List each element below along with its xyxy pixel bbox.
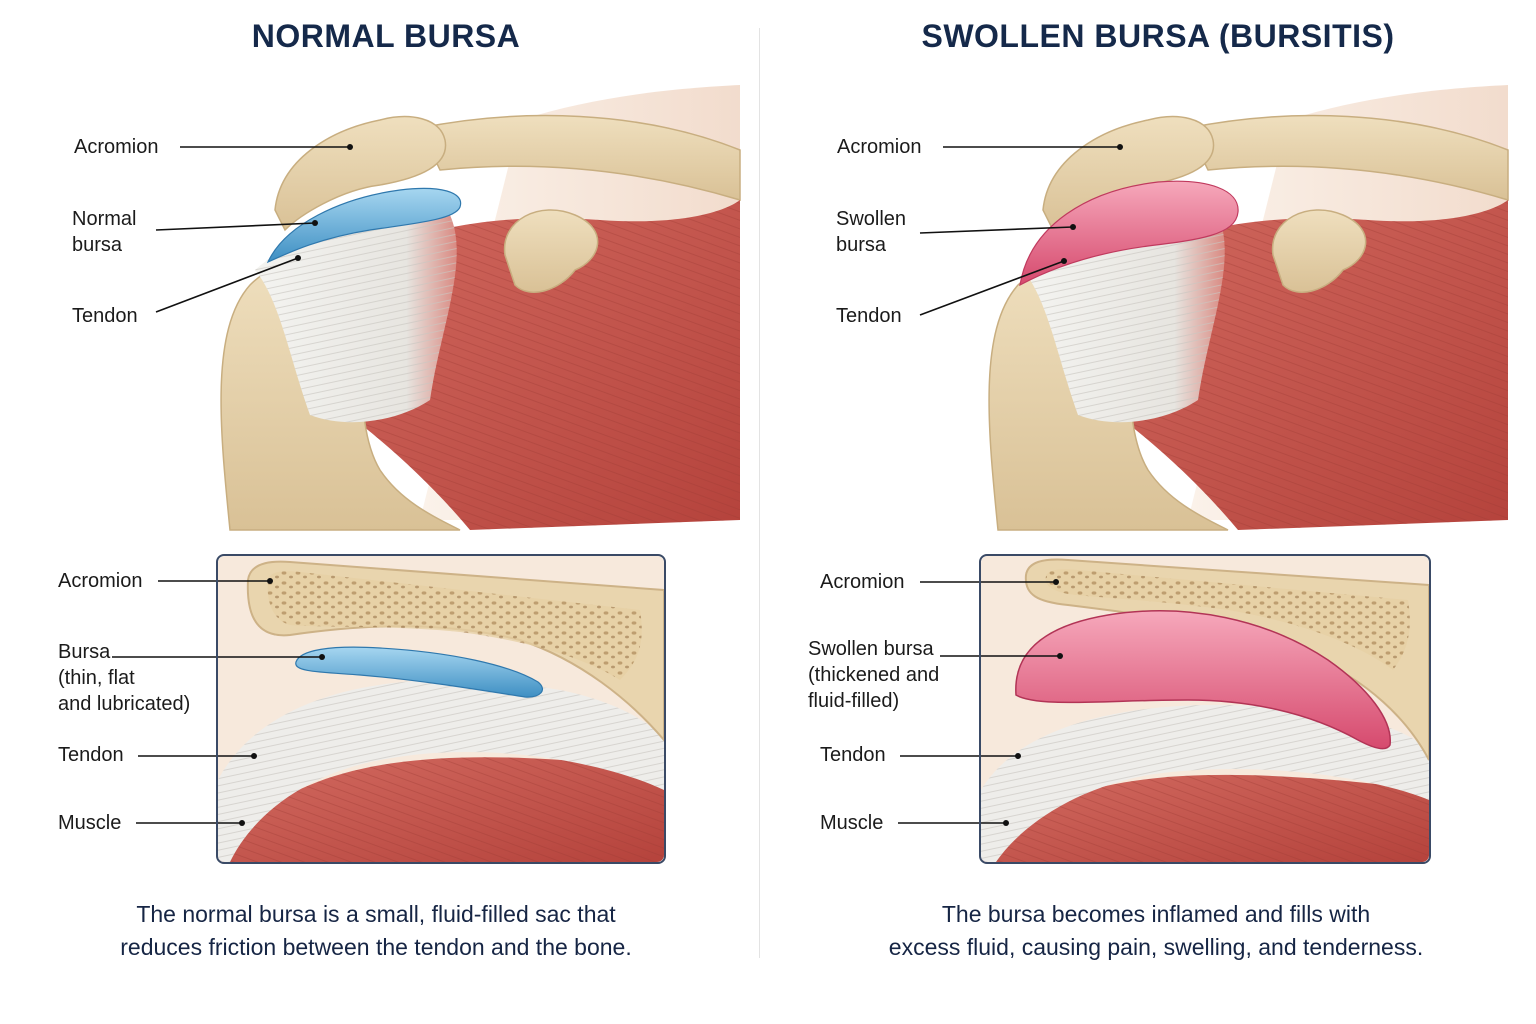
label-tendon: Tendon (836, 305, 902, 327)
panel-divider (759, 28, 760, 958)
inset-label-acromion: Acromion (820, 571, 905, 593)
normal-bursa (266, 187, 462, 264)
cross-section-inset (218, 556, 664, 862)
inset-label-muscle: Muscle (58, 812, 122, 834)
label-normal-bursa: Normal bursa (72, 208, 137, 256)
panel-title: NORMAL BURSA (251, 18, 521, 54)
label-acromion: Acromion (74, 136, 159, 158)
inset-label-muscle: Muscle (820, 812, 884, 834)
clavicle-bone (418, 114, 741, 202)
caption: The normal bursa is a small, fluid-fille… (120, 901, 632, 960)
inset-label-tendon: Tendon (820, 744, 886, 766)
shoulder-anatomy-illustration (898, 85, 1509, 862)
caption: The bursa becomes inflamed and fills wit… (888, 901, 1424, 960)
inset-normal-bursa (295, 646, 543, 698)
shoulder-anatomy-illustration (112, 85, 741, 862)
inset-label-bursa: Bursa (thin, flat and lubricated) (58, 641, 191, 715)
panel-title: SWOLLEN BURSA (BURSITIS) (921, 18, 1395, 54)
inset-label-tendon: Tendon (58, 744, 124, 766)
cross-section-inset (981, 556, 1429, 862)
coracoid-process (1271, 209, 1367, 293)
inset-frame (216, 554, 666, 864)
coracoid-process (503, 209, 599, 293)
acromion-bone (274, 115, 447, 232)
inset-label-swollen-bursa: Swollen bursa (thickened and fluid-fille… (808, 638, 940, 712)
inset-label-acromion: Acromion (58, 570, 143, 592)
label-tendon: Tendon (72, 305, 138, 327)
swollen-bursa-panel: SWOLLEN BURSA (BURSITIS) (768, 0, 1536, 1024)
inset-frame (979, 554, 1431, 864)
swollen-bursa (1019, 180, 1239, 287)
normal-bursa-panel: NORMAL BURSA (58, 18, 741, 960)
label-acromion: Acromion (837, 136, 922, 158)
inset-swollen-bursa (1015, 610, 1391, 750)
label-swollen-bursa: Swollen bursa (836, 208, 907, 256)
clavicle-bone (1186, 114, 1509, 202)
